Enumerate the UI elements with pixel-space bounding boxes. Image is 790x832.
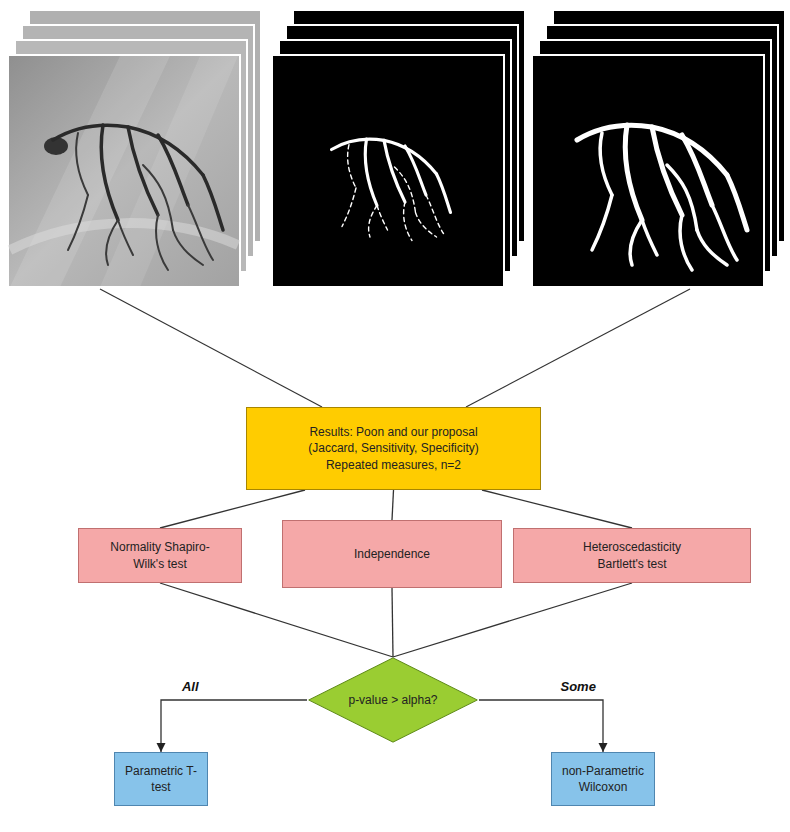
leader-line: [100, 289, 322, 407]
vessel-mask: [592, 133, 737, 270]
connector: [160, 583, 393, 657]
vessel-mask: [342, 145, 444, 241]
results-box: Results: Poon and our proposal (Jaccard,…: [246, 407, 541, 490]
node-text: p-value > alpha?: [348, 692, 437, 708]
node-text: Parametric T-test: [124, 763, 199, 795]
diamond-shape: [309, 658, 478, 742]
node-text: Results: Poon and our proposal (Jaccard,…: [294, 424, 494, 473]
mask-stack: [532, 10, 785, 287]
node-text: Normality Shapiro-Wilk's test: [95, 539, 225, 571]
edge-label: All: [180, 679, 201, 694]
assumption-box: Normality Shapiro-Wilk's test: [78, 528, 242, 583]
edge-label: Some: [558, 679, 597, 694]
test-box: Parametric T-test: [114, 752, 208, 806]
vessel-mask: [577, 125, 747, 230]
connector: [479, 700, 603, 752]
node-text: Independence: [354, 546, 430, 562]
angiogram-stack: [8, 10, 261, 287]
connector: [392, 588, 393, 657]
mask-stack: [272, 10, 525, 287]
node-text: non-Parametric Wilcoxon: [559, 763, 647, 795]
connector: [482, 490, 632, 528]
image-texture: [100, 56, 238, 287]
decision-diamond: p-value > alpha?: [307, 657, 479, 743]
vessel-tree: [68, 133, 213, 270]
mask-image: [532, 55, 764, 287]
connector: [161, 700, 307, 752]
mask-image: [272, 55, 504, 287]
connector: [393, 583, 632, 657]
test-box: non-Parametric Wilcoxon: [551, 752, 655, 806]
angiogram-image: [8, 55, 240, 287]
node-text: Heteroscedasticity Bartlett's test: [562, 539, 702, 571]
leader-line: [466, 289, 690, 407]
assumption-box: Heteroscedasticity Bartlett's test: [513, 528, 751, 583]
vessel-mask: [332, 139, 451, 213]
connector: [392, 490, 394, 520]
vessel-tree: [53, 125, 223, 230]
assumption-box: Independence: [282, 520, 502, 588]
